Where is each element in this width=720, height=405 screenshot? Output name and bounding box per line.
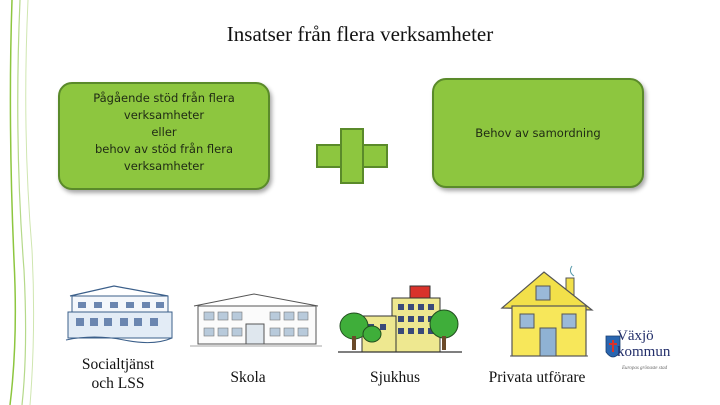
logo-tagline: Europas grönaste stad [622,366,668,371]
box-left-line: verksamheter [123,158,205,173]
school-building-icon [190,293,322,347]
box-right-text: Behov av samordning [475,126,601,140]
social-services-label: Socialtjänst och LSS [58,355,178,393]
vaxjo-crest-icon [605,335,621,358]
logo-line: kommun [617,344,671,360]
plus-icon [316,128,388,184]
hospital-label: Sjukhus [370,369,420,386]
private-providers-label: Privata utförare [488,369,586,386]
social-services-building-icon [65,285,173,344]
hospital-building-icon [338,285,462,353]
social-services-label-line: Socialtjänst [81,356,155,373]
coordination-need-box: Behov av samordning [432,78,644,188]
box-left-line: eller [151,124,177,139]
slide-title: Insatser från flera verksamheter [226,22,494,46]
school-label: Skola [230,369,266,386]
ongoing-support-box: Pågående stöd från flera verksamheter el… [58,82,270,190]
box-left-line: Pågående stöd från flera [93,90,235,105]
yellow-house-icon [500,265,594,357]
municipality-logo: Växjö kommun [617,328,670,360]
box-left-line: behov av stöd från flera [94,141,234,156]
box-left-line: verksamheter [123,107,205,122]
social-services-label-line: och LSS [91,375,145,392]
logo-line: Växjö [617,328,654,344]
